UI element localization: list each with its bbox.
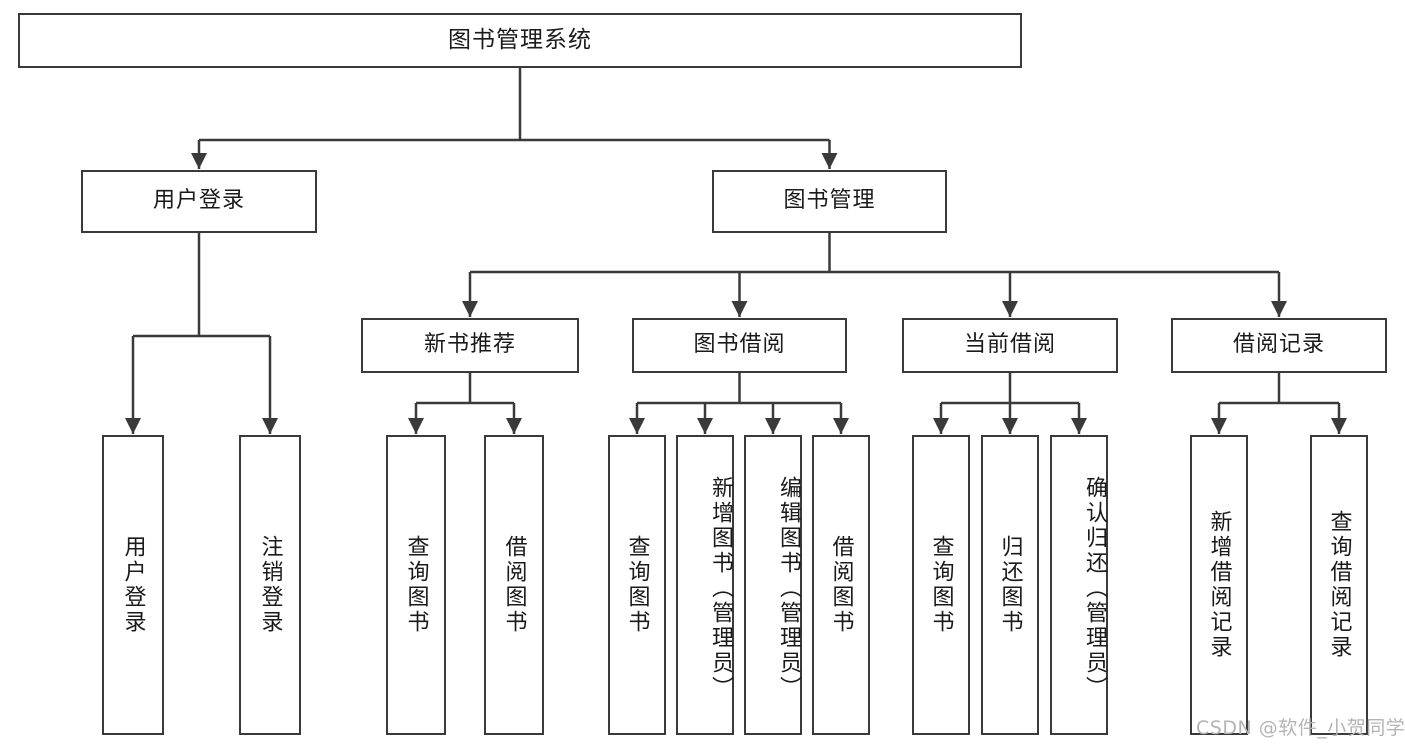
node-leaf-borrow-books[interactable]: 借阅图书 xyxy=(812,435,870,735)
node-leaf-borrow-books-recommend[interactable]: 借阅图书 xyxy=(484,435,544,735)
node-label: 查询借阅记录 xyxy=(1326,510,1352,660)
node-borrowing-records[interactable]: 借阅记录 xyxy=(1171,318,1387,373)
node-label: 借阅图书 xyxy=(501,535,527,635)
node-root-library-management-system[interactable]: 图书管理系统 xyxy=(18,13,1022,68)
node-label: 新书推荐 xyxy=(423,332,516,358)
node-label: 查询图书 xyxy=(624,535,650,635)
node-label: 确认归还（管理员） xyxy=(1082,475,1107,701)
node-label: 借阅图书 xyxy=(828,535,854,635)
node-new-book-recommendation[interactable]: 新书推荐 xyxy=(361,318,579,373)
node-leaf-query-books-borrow[interactable]: 查询图书 xyxy=(608,435,666,735)
node-leaf-confirm-return-admin[interactable]: 确认归还（管理员） xyxy=(1050,435,1108,735)
node-label: 查询图书 xyxy=(928,535,954,635)
node-leaf-user-login[interactable]: 用户登录 xyxy=(102,435,164,735)
node-leaf-return-books[interactable]: 归还图书 xyxy=(981,435,1039,735)
node-leaf-logout[interactable]: 注销登录 xyxy=(239,435,301,735)
node-leaf-edit-book-admin[interactable]: 编辑图书（管理员） xyxy=(744,435,802,735)
node-label: 新增图书（管理员） xyxy=(708,475,733,701)
node-label: 编辑图书（管理员） xyxy=(776,475,801,701)
node-book-management-module[interactable]: 图书管理 xyxy=(712,170,947,233)
node-label: 借阅记录 xyxy=(1232,332,1325,358)
node-leaf-add-borrow-record[interactable]: 新增借阅记录 xyxy=(1190,435,1248,735)
node-label: 图书借阅 xyxy=(693,332,786,358)
csdn-watermark: CSDN @软件_小贺同学 xyxy=(1196,717,1405,739)
node-current-borrowing[interactable]: 当前借阅 xyxy=(902,318,1118,373)
node-label: 图书管理 xyxy=(783,188,876,214)
node-label: 查询图书 xyxy=(403,535,429,635)
node-leaf-query-books-current[interactable]: 查询图书 xyxy=(912,435,970,735)
node-label: 注销登录 xyxy=(257,535,283,635)
node-user-login-module[interactable]: 用户登录 xyxy=(81,170,317,233)
node-label: 当前借阅 xyxy=(963,332,1056,358)
node-label: 新增借阅记录 xyxy=(1206,510,1232,660)
node-leaf-query-borrow-record[interactable]: 查询借阅记录 xyxy=(1310,435,1368,735)
node-label: 图书管理系统 xyxy=(448,26,592,53)
node-leaf-query-books-recommend[interactable]: 查询图书 xyxy=(386,435,446,735)
node-label: 用户登录 xyxy=(152,188,245,214)
node-leaf-add-book-admin[interactable]: 新增图书（管理员） xyxy=(676,435,734,735)
node-book-borrowing[interactable]: 图书借阅 xyxy=(632,318,847,373)
node-label: 用户登录 xyxy=(120,535,146,635)
node-label: 归还图书 xyxy=(997,535,1023,635)
